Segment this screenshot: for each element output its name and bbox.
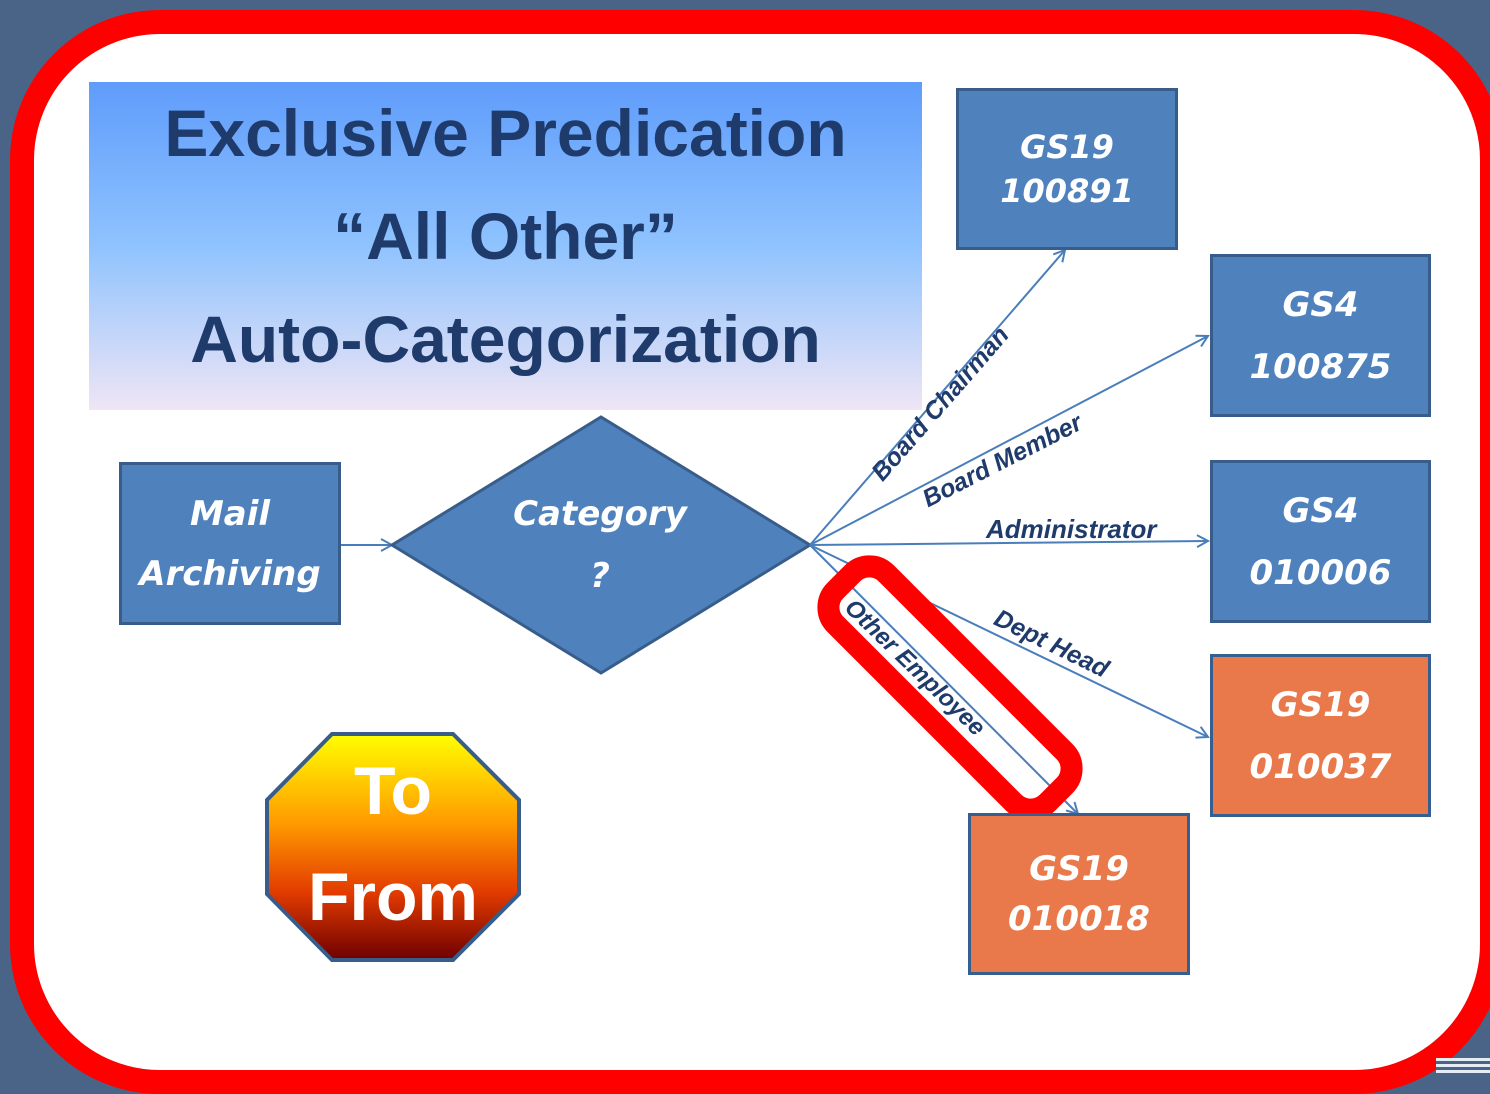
decision-label: Category ? xyxy=(480,480,720,610)
decision-diamond xyxy=(389,415,813,675)
mail-archiving-box: Mail Archiving xyxy=(119,462,341,625)
target-id: 100891 xyxy=(1000,172,1134,210)
source-line-2: Archiving xyxy=(139,553,321,594)
target-code: GS4 xyxy=(1282,490,1359,531)
edge-board-member xyxy=(809,336,1208,546)
target-code: GS19 xyxy=(1029,849,1129,889)
stop-sign-line-1: To xyxy=(353,753,433,829)
title-line-2: “All Other” xyxy=(333,199,678,273)
target-code: GS4 xyxy=(1282,284,1359,325)
corner-decoration xyxy=(1436,1058,1490,1074)
edge-other-employee xyxy=(809,544,1078,814)
edge-label-administrator: Administrator xyxy=(986,514,1157,544)
edge-administrator xyxy=(809,541,1208,545)
title-banner: Exclusive Predication “All Other” Auto-C… xyxy=(89,82,922,410)
highlight-other-employee xyxy=(817,555,1083,821)
edge-board-chairman xyxy=(809,250,1065,546)
decision-line-2: ? xyxy=(590,556,610,596)
target-code: GS19 xyxy=(1270,684,1371,725)
target-id: 010006 xyxy=(1249,552,1392,593)
target-box-dept-head: GS19 010037 xyxy=(1210,654,1431,817)
target-id: 010018 xyxy=(1008,899,1150,939)
title-line-3: Auto-Categorization xyxy=(190,302,821,376)
target-box-administrator: GS4 010006 xyxy=(1210,460,1431,623)
target-code: GS19 xyxy=(1020,128,1114,166)
target-id: 010037 xyxy=(1249,746,1392,787)
stop-sign xyxy=(265,732,521,962)
target-id: 100875 xyxy=(1249,346,1392,387)
title-line-1: Exclusive Predication xyxy=(164,96,847,170)
target-box-other-employee: GS19 010018 xyxy=(968,813,1190,975)
target-box-board-chairman: GS19 100891 xyxy=(956,88,1178,250)
target-box-board-member: GS4 100875 xyxy=(1210,254,1431,417)
stop-sign-line-2: From xyxy=(308,859,478,935)
decision-line-1: Category xyxy=(513,494,687,534)
source-line-1: Mail xyxy=(189,493,271,534)
